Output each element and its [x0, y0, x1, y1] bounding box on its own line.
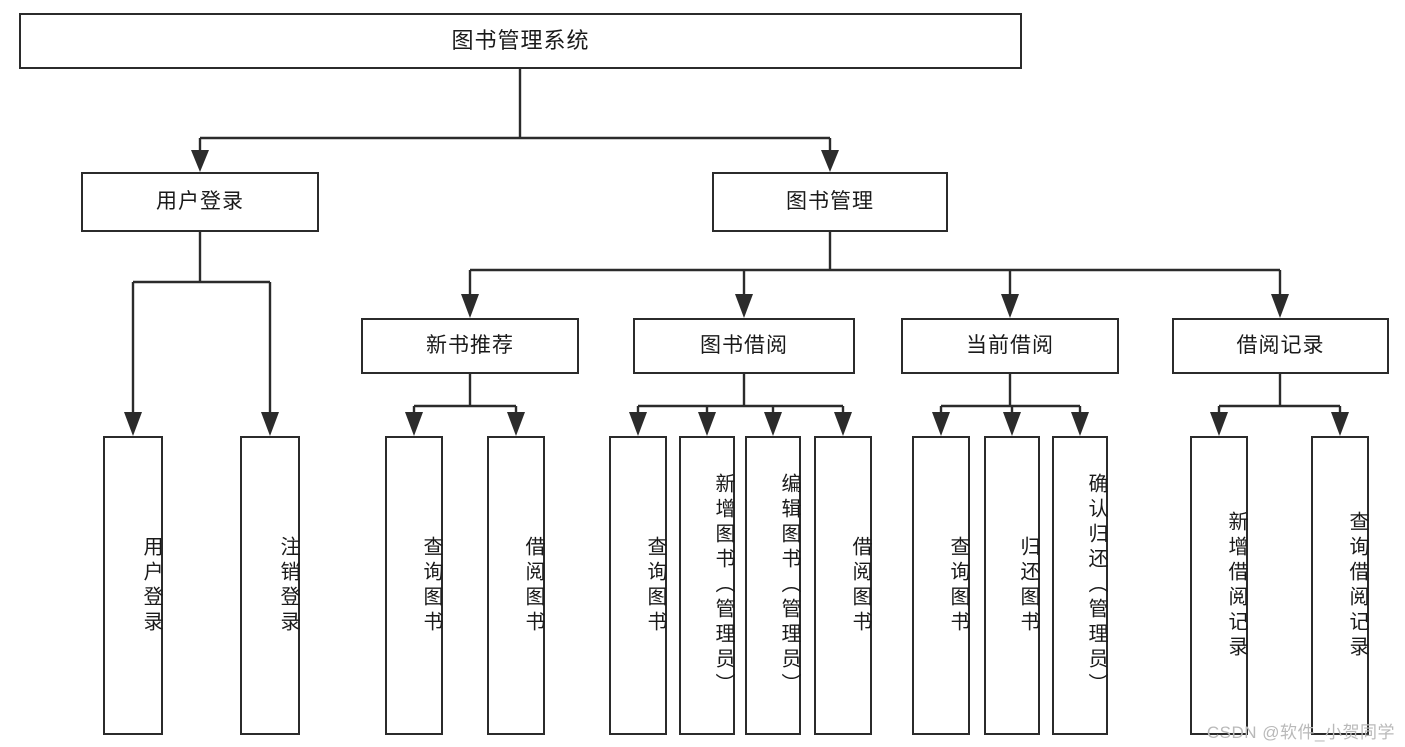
- node-new-book-recommend-label: 新书推荐: [426, 334, 514, 358]
- node-current-borrow-label: 当前借阅: [966, 334, 1054, 358]
- arrow-borrow-c1: [629, 412, 647, 436]
- arrow-to-user-login: [191, 150, 209, 172]
- node-borrow-record[interactable]: 借阅记录: [1172, 318, 1389, 374]
- leaf-return-book[interactable]: 归还图书: [984, 436, 1040, 735]
- arrow-to-book-mgmt: [821, 150, 839, 172]
- leaf-query-book-borrow[interactable]: 查询图书: [609, 436, 667, 735]
- node-user-login[interactable]: 用户登录: [81, 172, 319, 232]
- arrow-borrow-c2: [698, 412, 716, 436]
- leaf-user-login-label: 用户登录: [140, 535, 162, 636]
- leaf-query-borrow-record[interactable]: 查询借阅记录: [1311, 436, 1369, 735]
- arrow-bookmgmt-c2: [735, 294, 753, 318]
- node-root[interactable]: 图书管理系统: [19, 13, 1022, 69]
- leaf-logout-login-label: 注销登录: [277, 535, 299, 636]
- node-book-borrow[interactable]: 图书借阅: [633, 318, 855, 374]
- leaf-user-login[interactable]: 用户登录: [103, 436, 163, 735]
- leaf-query-book-borrow-label: 查询图书: [644, 535, 666, 636]
- arrow-borrow-c4: [834, 412, 852, 436]
- leaf-add-book-admin-label: 新增图书（管理员）: [712, 473, 734, 698]
- leaf-query-book-current[interactable]: 查询图书: [912, 436, 970, 735]
- leaf-add-borrow-record-label: 新增借阅记录: [1225, 510, 1247, 661]
- leaf-borrow-book[interactable]: 借阅图书: [814, 436, 872, 735]
- node-root-label: 图书管理系统: [451, 27, 590, 53]
- arrow-current-c1: [932, 412, 950, 436]
- node-book-borrow-label: 图书借阅: [700, 334, 788, 358]
- arrow-record-c2: [1331, 412, 1349, 436]
- leaf-confirm-return-admin-label: 确认归还（管理员）: [1085, 473, 1107, 698]
- node-user-login-label: 用户登录: [156, 190, 244, 214]
- leaf-borrow-book-newbook[interactable]: 借阅图书: [487, 436, 545, 735]
- leaf-add-book-admin[interactable]: 新增图书（管理员）: [679, 436, 735, 735]
- leaf-query-book-newbook-label: 查询图书: [420, 535, 442, 636]
- arrow-current-c3: [1071, 412, 1089, 436]
- arrow-borrow-c3: [764, 412, 782, 436]
- arrow-newbook-c1: [405, 412, 423, 436]
- node-borrow-record-label: 借阅记录: [1236, 334, 1325, 358]
- leaf-add-borrow-record[interactable]: 新增借阅记录: [1190, 436, 1248, 735]
- leaf-borrow-book-newbook-label: 借阅图书: [522, 535, 544, 636]
- watermark-text: CSDN @软件_小贺同学: [1206, 723, 1395, 742]
- node-new-book-recommend[interactable]: 新书推荐: [361, 318, 579, 374]
- arrow-newbook-c2: [507, 412, 525, 436]
- node-book-management-label: 图书管理: [786, 190, 874, 214]
- arrow-userlogin-c1: [124, 412, 142, 436]
- leaf-confirm-return-admin[interactable]: 确认归还（管理员）: [1052, 436, 1108, 735]
- arrow-current-c2: [1003, 412, 1021, 436]
- arrow-bookmgmt-c1: [461, 294, 479, 318]
- leaf-edit-book-admin-label: 编辑图书（管理员）: [778, 473, 800, 698]
- leaf-query-book-current-label: 查询图书: [947, 535, 969, 636]
- leaf-query-book-newbook[interactable]: 查询图书: [385, 436, 443, 735]
- arrow-userlogin-c2: [261, 412, 279, 436]
- leaf-edit-book-admin[interactable]: 编辑图书（管理员）: [745, 436, 801, 735]
- leaf-return-book-label: 归还图书: [1017, 535, 1039, 636]
- node-current-borrow[interactable]: 当前借阅: [901, 318, 1119, 374]
- node-book-management[interactable]: 图书管理: [712, 172, 948, 232]
- arrow-bookmgmt-c4: [1271, 294, 1289, 318]
- leaf-borrow-book-label: 借阅图书: [849, 535, 871, 636]
- arrow-record-c1: [1210, 412, 1228, 436]
- arrow-bookmgmt-c3: [1001, 294, 1019, 318]
- leaf-logout-login[interactable]: 注销登录: [240, 436, 300, 735]
- leaf-query-borrow-record-label: 查询借阅记录: [1346, 510, 1368, 661]
